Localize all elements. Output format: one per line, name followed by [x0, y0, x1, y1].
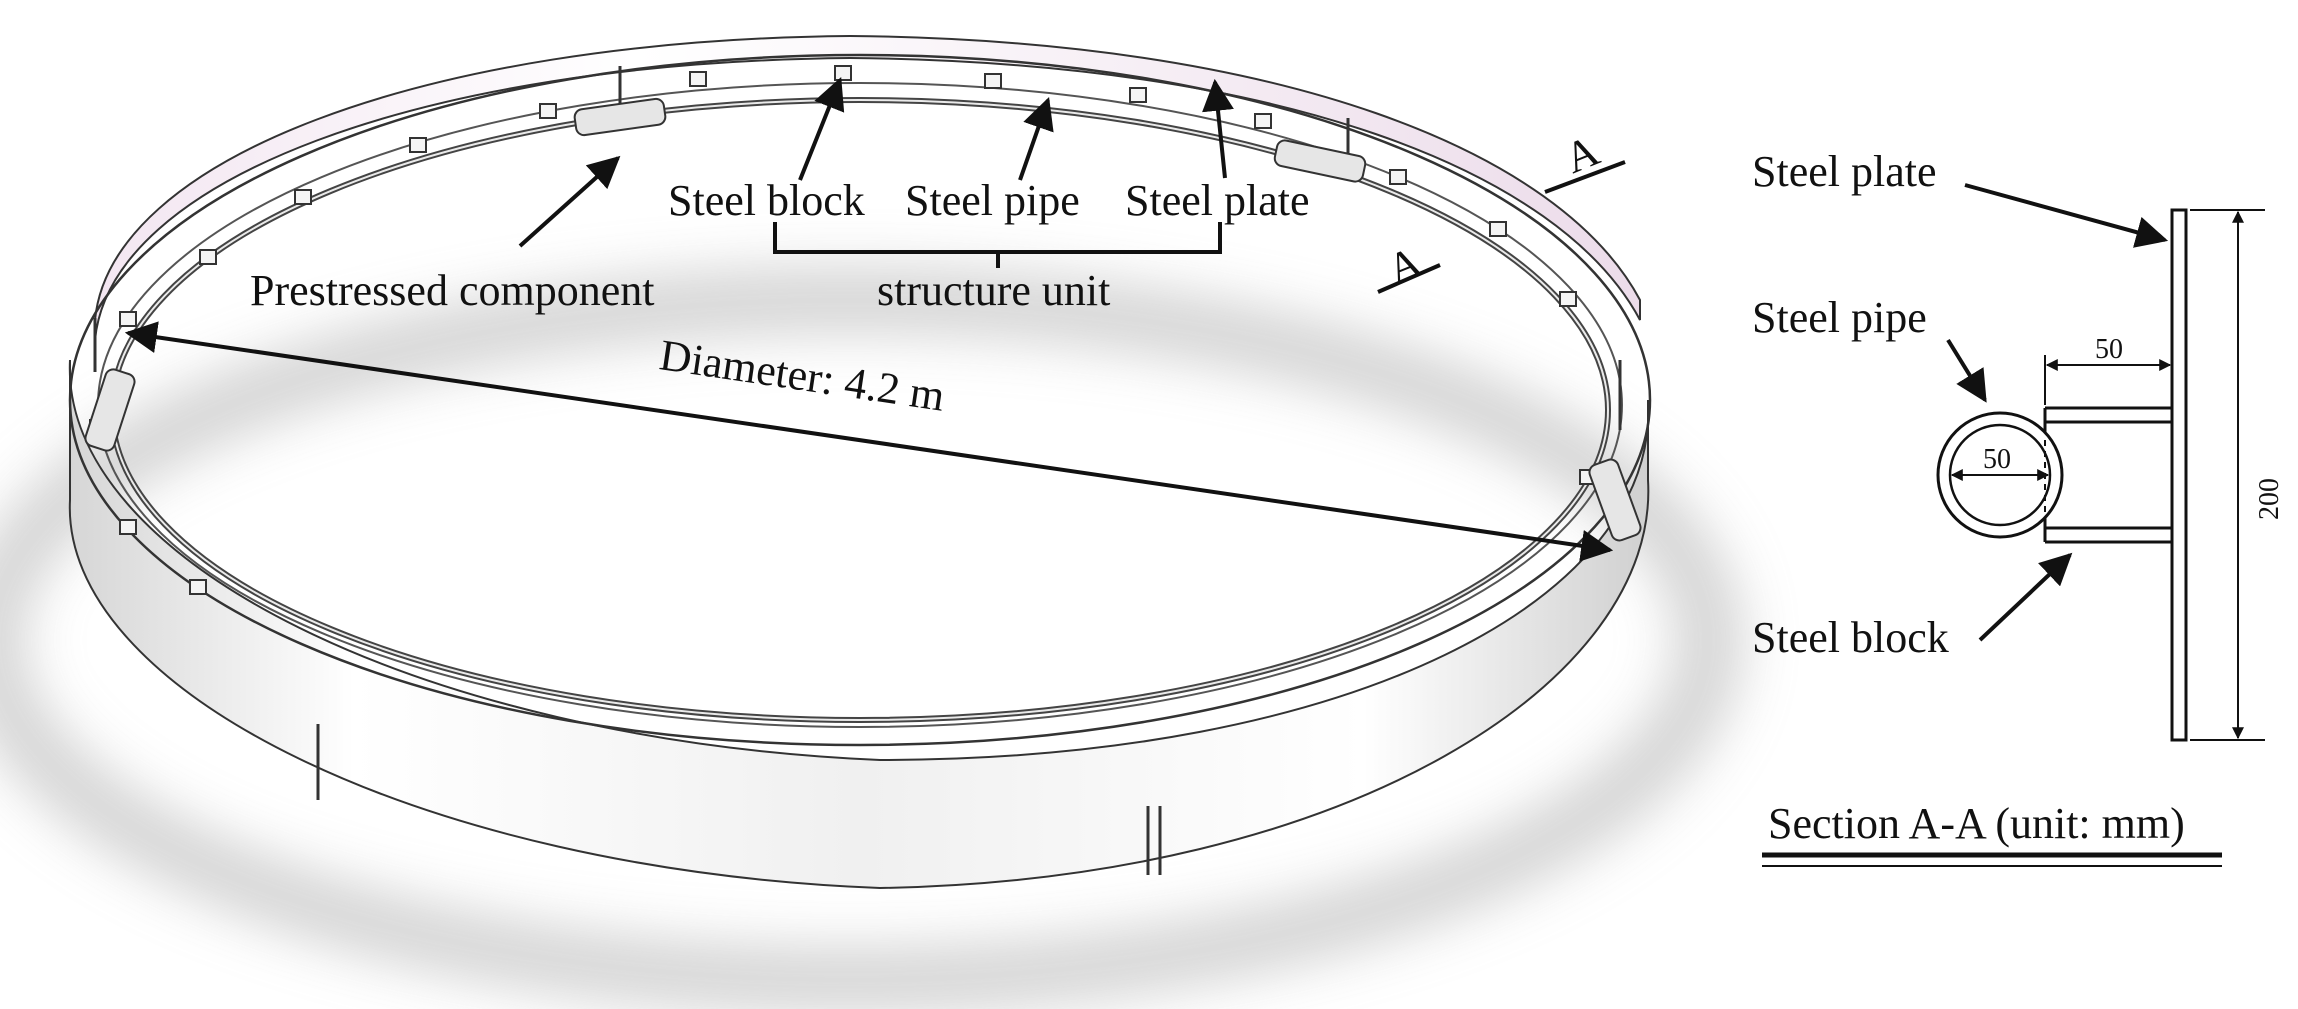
ring-band-front — [68, 359, 1650, 890]
ground-shadow — [0, 270, 1740, 1009]
label-steel-plate: Steel plate — [1125, 176, 1310, 225]
ring-assembly: A A Diameter: 4.2 m Steel block Steel pi… — [0, 34, 1740, 1009]
dim-offset: 50 — [2095, 334, 2123, 365]
section-arrow-block — [1978, 552, 2073, 642]
section-a-a: 50 50 200 Steel plate Steel pipe Steel b… — [1752, 147, 2285, 867]
label-steel-pipe: Steel pipe — [905, 176, 1080, 225]
section-title: Section A-A (unit: mm) — [1768, 799, 2185, 848]
arrow-steel-plate — [1202, 78, 1234, 179]
diameter-arrow — [124, 321, 1614, 562]
arrow-prestressed — [518, 155, 621, 248]
section-marker-1: A — [1544, 126, 1626, 194]
label-steel-block: Steel block — [668, 176, 865, 225]
section-marker-2-label: A — [1381, 237, 1429, 294]
section-steel-plate — [2170, 208, 2188, 742]
structure-unit-bracket — [773, 222, 1222, 268]
section-label-pipe: Steel pipe — [1752, 293, 1927, 342]
ring-band-back — [94, 34, 1641, 341]
section-label-block: Steel block — [1752, 613, 1949, 662]
section-label-plate: Steel plate — [1752, 147, 1937, 196]
section-marker-1-label: A — [1558, 126, 1606, 183]
label-structure-unit: structure unit — [877, 266, 1110, 315]
prestressed-cylinders — [84, 97, 1642, 542]
section-steel-block — [2043, 406, 2174, 544]
section-marker-2: A — [1377, 237, 1441, 294]
section-arrow-pipe — [1946, 338, 1987, 403]
arrow-steel-block — [798, 77, 845, 181]
ring-top-rim — [68, 53, 1652, 747]
dim-pipe-diameter: 50 — [1983, 444, 2011, 475]
label-prestressed: Prestressed component — [250, 266, 654, 315]
arrow-steel-pipe — [1018, 96, 1054, 181]
diameter-label: Diameter: 4.2 m — [657, 330, 948, 420]
section-arrow-plate — [1964, 183, 2169, 248]
dim-height: 200 — [2254, 478, 2285, 520]
